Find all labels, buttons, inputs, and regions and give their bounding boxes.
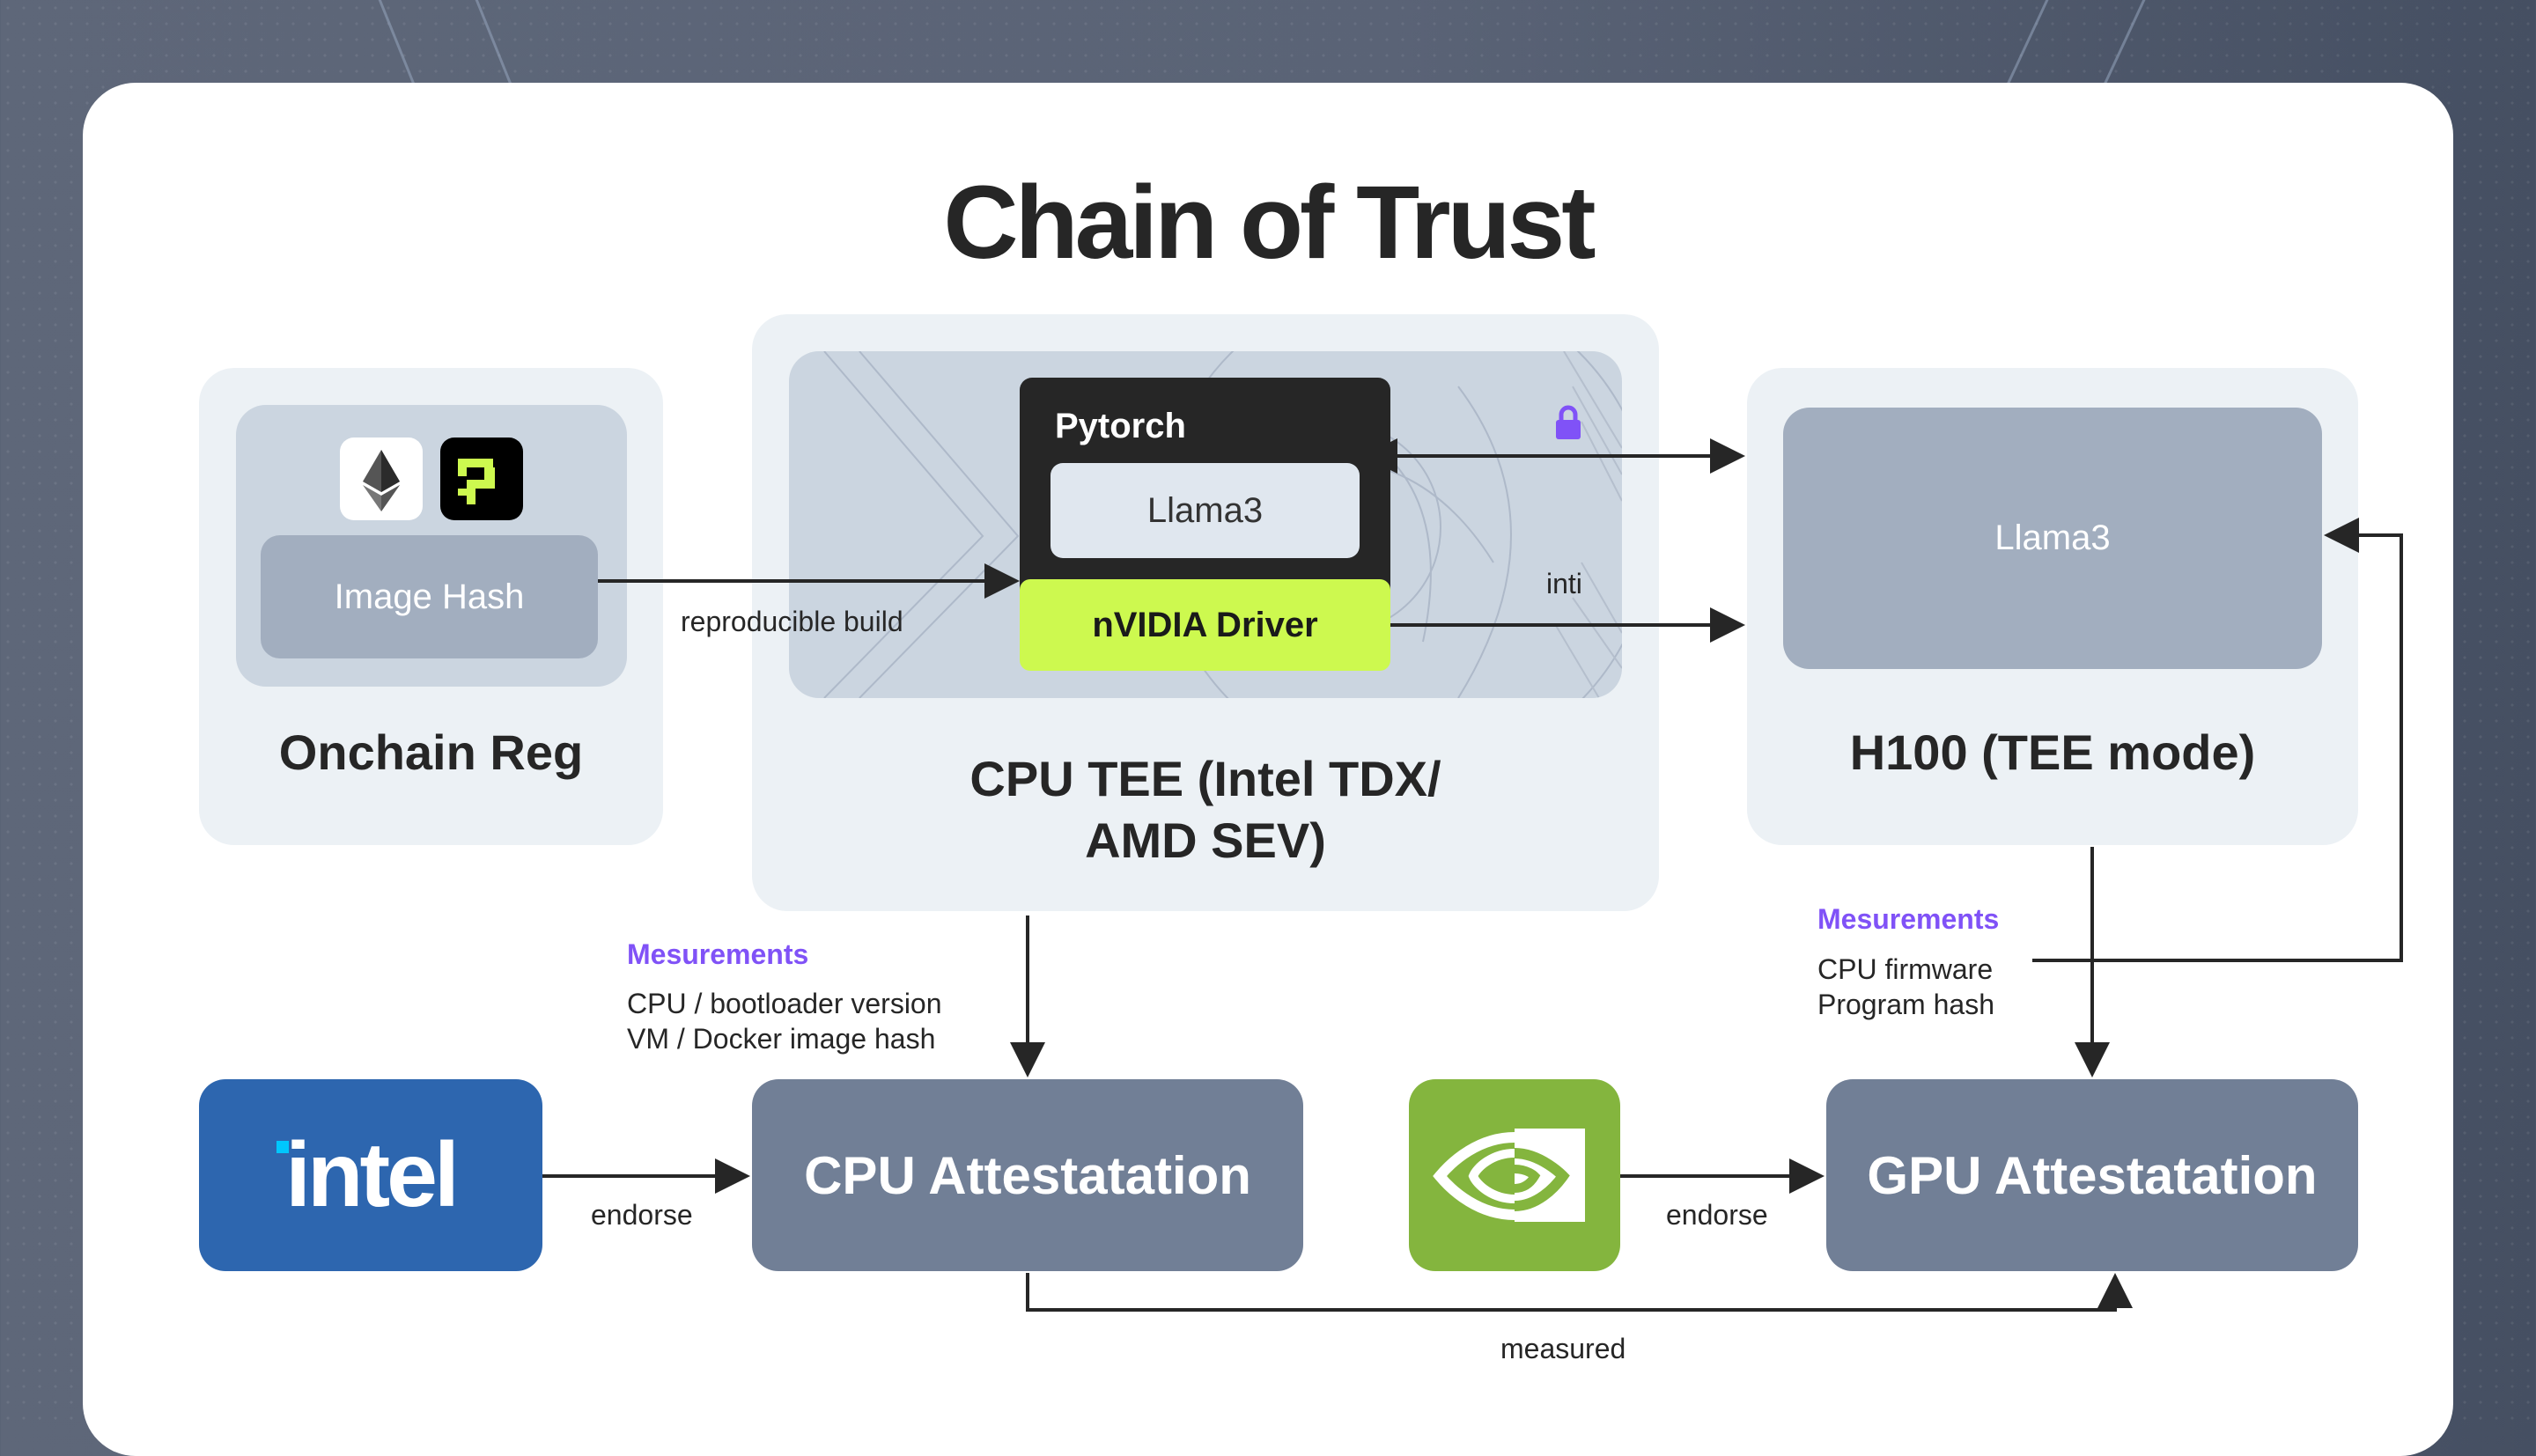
gpu-attestation-box: GPU Attestatation bbox=[1826, 1079, 2358, 1271]
intel-wordmark: intel bbox=[285, 1123, 460, 1226]
reproducible-build-label: reproducible build bbox=[681, 606, 903, 637]
h100-title: H100 (TEE mode) bbox=[1849, 724, 2256, 780]
cpu-measurements-heading: Mesurements bbox=[627, 938, 809, 970]
page-title: Chain of Trust bbox=[943, 165, 1596, 281]
image-hash-box: Image Hash bbox=[261, 535, 598, 658]
cpu-tee-title-line2: AMD SEV) bbox=[1085, 813, 1326, 868]
cpu-tee-title-line1: CPU TEE (Intel TDX/ bbox=[969, 751, 1441, 806]
connector-arrows bbox=[542, 438, 2403, 1312]
gpu-measurement-line: CPU firmware bbox=[1817, 953, 1994, 985]
arrow-measured bbox=[1026, 1273, 2133, 1312]
intel-logo: intel bbox=[199, 1079, 542, 1271]
arrow-measurements-to-h100 bbox=[2032, 518, 2403, 962]
cpu-tee-title: CPU TEE (Intel TDX/ AMD SEV) bbox=[752, 748, 1659, 871]
cpu-attestation-box: CPU Attestatation bbox=[752, 1079, 1303, 1271]
measured-label: measured bbox=[1500, 1333, 1626, 1364]
ethereum-icon bbox=[340, 438, 423, 520]
gpu-measurement-line: Program hash bbox=[1817, 989, 1994, 1020]
endorse-gpu-label: endorse bbox=[1666, 1199, 1768, 1231]
intel-dot bbox=[276, 1141, 289, 1153]
phala-icon bbox=[440, 438, 523, 520]
onchain-reg-title: Onchain Reg bbox=[278, 724, 584, 780]
lock-icon bbox=[1555, 405, 1581, 445]
llama3-cpu-box: Llama3 bbox=[1051, 463, 1360, 558]
nvidia-driver-box: nVIDIA Driver bbox=[1020, 579, 1390, 671]
cpu-measurement-line: VM / Docker image hash bbox=[627, 1023, 936, 1055]
gpu-measurements-heading: Mesurements bbox=[1817, 903, 2000, 935]
llama3-gpu-box: Llama3 bbox=[1783, 408, 2322, 669]
pytorch-label: Pytorch bbox=[1055, 407, 1186, 445]
cpu-measurement-line: CPU / bootloader version bbox=[627, 988, 942, 1019]
endorse-cpu-label: endorse bbox=[591, 1199, 693, 1231]
inti-label: inti bbox=[1546, 568, 1582, 599]
nvidia-logo bbox=[1409, 1079, 1620, 1271]
